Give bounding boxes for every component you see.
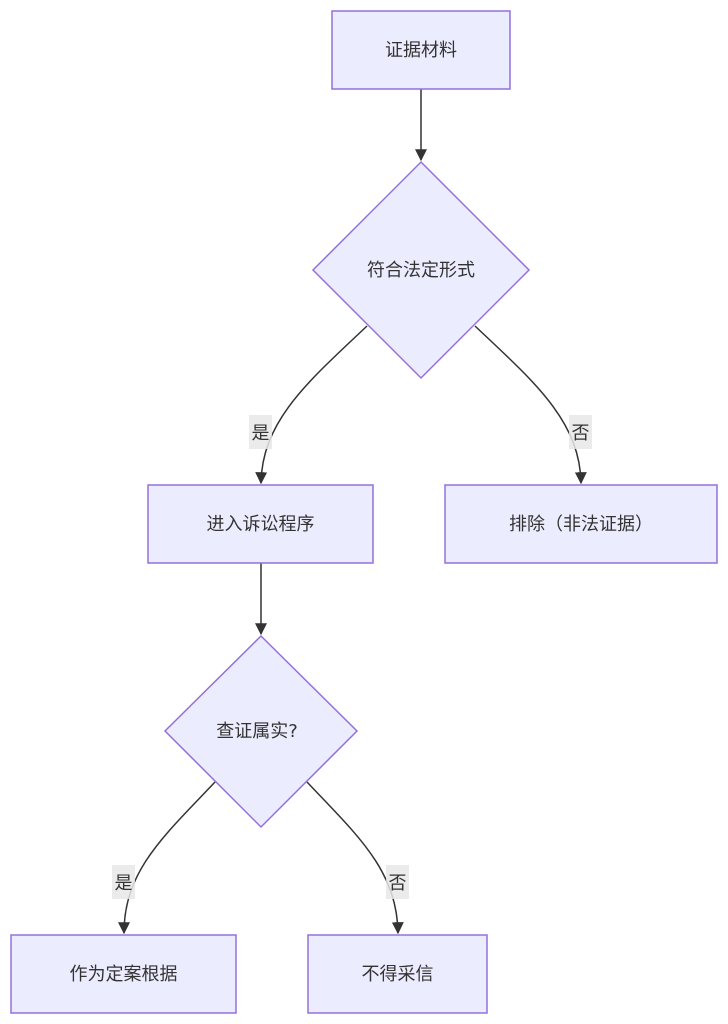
node-evidence-material[interactable]: 证据材料 xyxy=(331,10,511,90)
edge-label-e-g: 否 xyxy=(386,865,409,899)
edge-label-b-c: 是 xyxy=(249,415,272,449)
node-verified-decision[interactable]: 查证属实? xyxy=(163,634,359,829)
node-label: 证据材料 xyxy=(385,40,457,61)
edge-e-f xyxy=(118,781,216,935)
node-basis-for-verdict[interactable]: 作为定案根据 xyxy=(10,934,237,1014)
node-exclude-illegal-evidence[interactable]: 排除（非法证据） xyxy=(444,484,718,564)
node-label: 符合法定形式 xyxy=(367,260,475,281)
node-legal-form-decision[interactable]: 符合法定形式 xyxy=(311,160,531,380)
node-label: 排除（非法证据） xyxy=(509,514,653,535)
edge-label-text: 是 xyxy=(252,423,270,444)
node-label: 查证属实? xyxy=(216,721,298,742)
edge-label-text: 否 xyxy=(572,423,590,444)
node-label: 进入诉讼程序 xyxy=(207,514,315,535)
node-enter-litigation[interactable]: 进入诉讼程序 xyxy=(147,484,374,564)
node-label: 作为定案根据 xyxy=(70,964,178,985)
edge-b-c xyxy=(255,325,368,485)
node-not-admissible[interactable]: 不得采信 xyxy=(307,934,488,1014)
edge-e-g xyxy=(306,781,404,935)
edge-label-e-f: 是 xyxy=(112,865,135,899)
edge-b-d xyxy=(474,325,587,485)
edge-label-text: 否 xyxy=(389,873,407,894)
node-label: 不得采信 xyxy=(362,964,434,985)
edge-label-b-d: 否 xyxy=(569,415,592,449)
edge-label-text: 是 xyxy=(115,873,133,894)
